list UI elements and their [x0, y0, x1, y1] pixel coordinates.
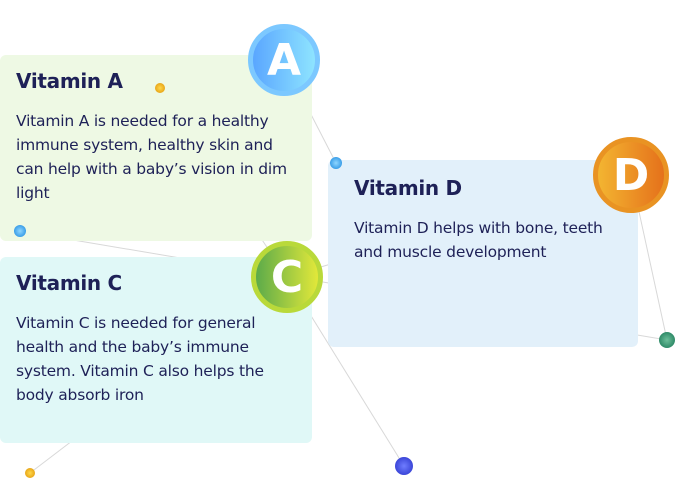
vitamin-d-text: Vitamin D helps with bone, teeth and mus… [354, 219, 603, 261]
vitamin-a-badge: A [248, 24, 320, 96]
vitamin-a-title: Vitamin A [16, 69, 123, 93]
vitamin-c-title: Vitamin C [16, 271, 122, 295]
vitamin-d-badge: D [593, 137, 669, 213]
vitamin-c-text: Vitamin C is needed for general health a… [16, 314, 264, 404]
vitamin-c-badge: C [251, 241, 323, 313]
vitamin-c-card: Vitamin C Vitamin C is needed for genera… [0, 257, 312, 443]
vitamin-d-card: Vitamin D Vitamin D helps with bone, tee… [328, 160, 638, 347]
vitamin-d-title: Vitamin D [354, 176, 462, 200]
vitamin-a-text: Vitamin A is needed for a healthy immune… [16, 112, 287, 202]
